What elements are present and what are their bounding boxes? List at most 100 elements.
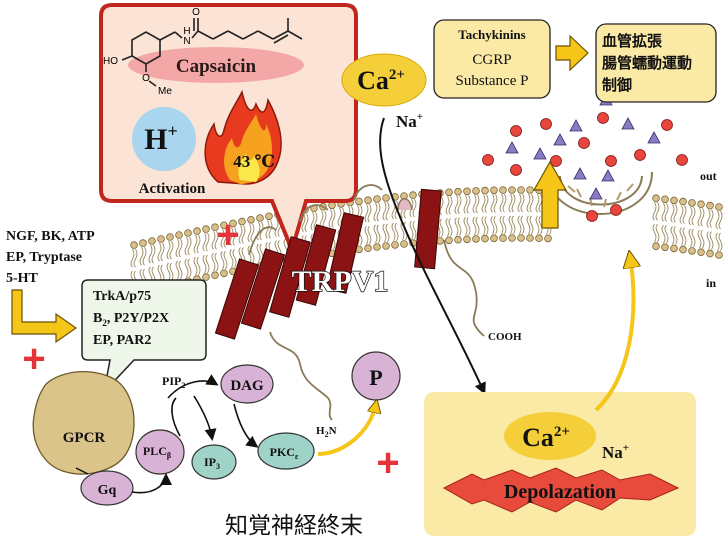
released-neuropeptides (482, 93, 688, 222)
sodium-label-inside: Na+ (602, 442, 629, 462)
lipid-tail (373, 224, 381, 244)
lipid-tail (310, 211, 318, 231)
lipid-head (517, 234, 525, 242)
lipid-tail (697, 207, 705, 227)
lipid-tail (706, 209, 714, 228)
channel-segment (295, 224, 337, 306)
neuropeptide-particle (634, 149, 646, 161)
dag-to-pkc-arrow (233, 403, 259, 448)
neuropeptide-particle (510, 125, 522, 137)
lipid-tail (301, 213, 309, 233)
lipid-head (697, 200, 705, 209)
capsaicin-label: Capsaicin (176, 56, 257, 77)
lipid-head (670, 196, 678, 205)
lipid-tail (445, 196, 453, 215)
pip2-to-ip3-arrow (193, 395, 217, 441)
lipid-tail (211, 230, 219, 250)
receptor-line: TrkA/p75 (93, 289, 151, 304)
effect-arrow (555, 34, 589, 72)
neuropeptide-box: Tachykinins CGRP Substance P (433, 19, 551, 99)
lipid-tail (670, 226, 678, 245)
channel-segment (269, 236, 311, 318)
lipid-tail (175, 238, 183, 258)
neuropeptide-particle (569, 119, 583, 132)
neuropeptide-particle (647, 131, 661, 144)
lipid-tail (661, 203, 669, 222)
lipid-head (202, 225, 210, 233)
lipid-head (481, 234, 489, 243)
lipid-tail (202, 232, 210, 252)
lipid-head (472, 187, 480, 195)
sodium-label-outside: Na+ (396, 111, 423, 131)
plus-sign-stimuli: + (22, 337, 45, 381)
lipid-head (229, 219, 237, 228)
capsaicin-structure (121, 18, 303, 87)
lipid-head (148, 237, 156, 245)
lipid-tail (535, 215, 543, 235)
lipid-head (454, 187, 462, 196)
channel-segment (414, 188, 442, 270)
trpv1-channel (214, 184, 485, 421)
lipid-head (499, 186, 507, 194)
lipid-head (661, 195, 669, 204)
lipid-head (382, 242, 390, 250)
channel-segment (325, 212, 365, 294)
channel-segment (214, 258, 260, 340)
lipid-head (670, 244, 678, 253)
neuropeptide-particle (573, 167, 587, 180)
lipid-head (175, 231, 183, 239)
lipid-head (184, 229, 192, 237)
trpv1-label: TRPV1 (292, 265, 389, 298)
neuropeptide-particle (505, 141, 519, 154)
flame-icon (204, 89, 282, 185)
lipid-tail (697, 229, 705, 249)
neuropeptide-particle (621, 117, 635, 130)
lipid-head (490, 234, 498, 243)
receptor-line: B2, P2Y/P2X (93, 311, 169, 328)
proton-label: H+ (144, 121, 178, 156)
pkc-to-phosphate-arrow (317, 404, 376, 456)
effect-item: 血管拡張 (602, 32, 663, 50)
release-arrow (532, 160, 568, 229)
neuropeptide-particle (586, 210, 598, 222)
lipid-head (499, 234, 507, 242)
lipid-head (445, 188, 453, 197)
lipid-tail (715, 210, 723, 230)
lipid-head (157, 235, 165, 243)
stimulus-line: EP, Tryptase (6, 250, 82, 265)
lipid-head (409, 191, 417, 199)
neuropeptide-particle (553, 133, 567, 146)
lipid-head (481, 186, 489, 195)
lipid-tail (463, 216, 471, 236)
lipid-tail (481, 216, 489, 235)
calcium-ion-outside (341, 53, 427, 107)
lipid-tail (715, 232, 723, 252)
depolarization-burst (442, 467, 680, 513)
lipid-tail (238, 225, 246, 244)
neuropeptide-particle (597, 112, 609, 124)
lipid-head (652, 194, 660, 203)
lipid-tail (679, 205, 687, 224)
neuropeptide-particle (540, 118, 552, 130)
lipid-tail (661, 224, 669, 244)
lipid-head (544, 234, 552, 243)
lipid-tail (652, 223, 660, 243)
lipid-tail (364, 225, 372, 245)
depolarization-label: Depolazation (504, 481, 616, 503)
lipid-head (193, 227, 201, 235)
lipid-tail (670, 204, 678, 223)
lipid-tail (409, 220, 417, 240)
lipid-tail (517, 215, 525, 235)
lipid-head (202, 273, 210, 281)
cooh-label: COOH (488, 331, 522, 343)
ip3-molecule (191, 444, 237, 480)
lipid-tail (364, 203, 372, 223)
lipid-tail (472, 194, 480, 214)
stimulus-line: NGF, BK, ATP (6, 229, 95, 244)
pkc-label: PKCε (270, 445, 299, 461)
neuropeptide-item: CGRP (472, 52, 511, 68)
lipid-head (697, 248, 705, 257)
plc-loop-arrow (171, 397, 181, 437)
neuropeptide-particle (661, 119, 673, 131)
